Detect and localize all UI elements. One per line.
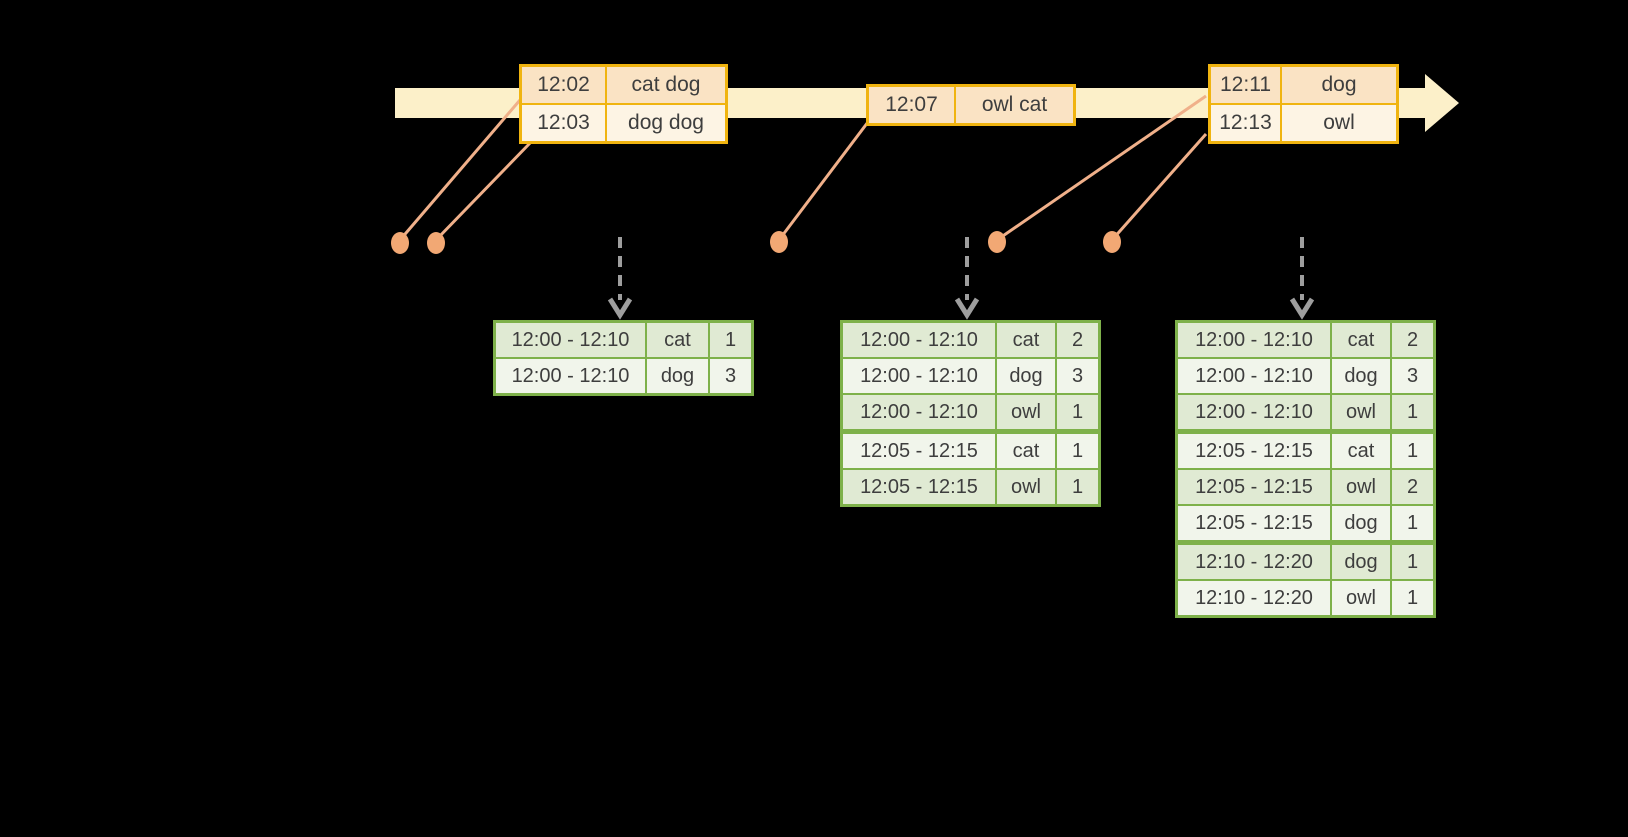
word-cell: cat	[645, 323, 708, 357]
event-time-cell: 12:03	[522, 105, 607, 141]
window-cell: 12:00 - 12:10	[1178, 359, 1330, 393]
word-cell: dog	[645, 359, 708, 393]
window-cell: 12:05 - 12:15	[1178, 470, 1330, 504]
window-cell: 12:00 - 12:10	[496, 323, 645, 357]
event-words-cell: owl cat	[956, 87, 1073, 123]
word-cell: owl	[1330, 581, 1390, 615]
window-cell: 12:05 - 12:15	[1178, 434, 1330, 468]
event-connector-line	[1110, 133, 1208, 241]
count-cell: 1	[708, 323, 751, 357]
event-connector-line	[434, 139, 534, 242]
window-cell: 12:00 - 12:10	[496, 359, 645, 393]
count-cell: 3	[1390, 359, 1433, 393]
count-cell: 1	[1390, 395, 1433, 429]
count-cell: 1	[1055, 395, 1098, 429]
event-words-cell: dog	[1282, 67, 1396, 103]
word-cell: cat	[995, 434, 1055, 468]
trigger-arrow	[1289, 237, 1315, 320]
trigger-arrow-head-icon	[1289, 297, 1315, 320]
word-cell: owl	[1330, 395, 1390, 429]
event-dot	[988, 231, 1006, 253]
event-words-cell: owl	[1282, 105, 1396, 141]
word-cell: dog	[1330, 359, 1390, 393]
event-words-cell: cat dog	[607, 67, 725, 103]
window-cell: 12:00 - 12:10	[1178, 395, 1330, 429]
count-cell: 1	[1390, 545, 1433, 579]
event-dot	[391, 232, 409, 254]
count-cell: 1	[1390, 434, 1433, 468]
event-connector-line	[398, 99, 522, 241]
event-dot	[427, 232, 445, 254]
count-cell: 1	[1390, 581, 1433, 615]
window-cell: 12:00 - 12:10	[1178, 323, 1330, 357]
word-cell: cat	[1330, 434, 1390, 468]
event-connector-line	[777, 121, 870, 241]
window-cell: 12:05 - 12:15	[843, 470, 995, 504]
event-time-cell: 12:13	[1211, 105, 1282, 141]
word-cell: dog	[1330, 506, 1390, 540]
window-cell: 12:00 - 12:10	[843, 359, 995, 393]
timeline-arrowhead-right-icon	[1425, 74, 1459, 132]
window-cell: 12:00 - 12:10	[843, 323, 995, 357]
word-cell: cat	[995, 323, 1055, 357]
trigger-arrow-head-icon	[954, 297, 980, 320]
count-cell: 2	[1055, 323, 1098, 357]
window-cell: 12:10 - 12:20	[1178, 545, 1330, 579]
count-cell: 1	[1390, 506, 1433, 540]
event-connector-line	[996, 94, 1207, 242]
event-time-cell: 12:02	[522, 67, 607, 103]
event-words-cell: dog dog	[607, 105, 725, 141]
window-cell: 12:05 - 12:15	[1178, 506, 1330, 540]
word-cell: dog	[995, 359, 1055, 393]
event-dot	[770, 231, 788, 253]
count-cell: 2	[1390, 323, 1433, 357]
word-cell: owl	[1330, 470, 1390, 504]
word-cell: dog	[1330, 545, 1390, 579]
word-cell: owl	[995, 395, 1055, 429]
count-cell: 1	[1055, 470, 1098, 504]
window-cell: 12:00 - 12:10	[843, 395, 995, 429]
word-cell: owl	[995, 470, 1055, 504]
event-dot	[1103, 231, 1121, 253]
window-cell: 12:05 - 12:15	[843, 434, 995, 468]
trigger-arrow	[954, 237, 980, 320]
word-cell: cat	[1330, 323, 1390, 357]
count-cell: 1	[1055, 434, 1098, 468]
count-cell: 3	[708, 359, 751, 393]
event-time-cell: 12:07	[869, 87, 956, 123]
count-cell: 2	[1390, 470, 1433, 504]
count-cell: 3	[1055, 359, 1098, 393]
trigger-arrow-head-icon	[607, 297, 633, 320]
window-cell: 12:10 - 12:20	[1178, 581, 1330, 615]
event-time-cell: 12:11	[1211, 67, 1282, 103]
trigger-arrow	[607, 237, 633, 320]
